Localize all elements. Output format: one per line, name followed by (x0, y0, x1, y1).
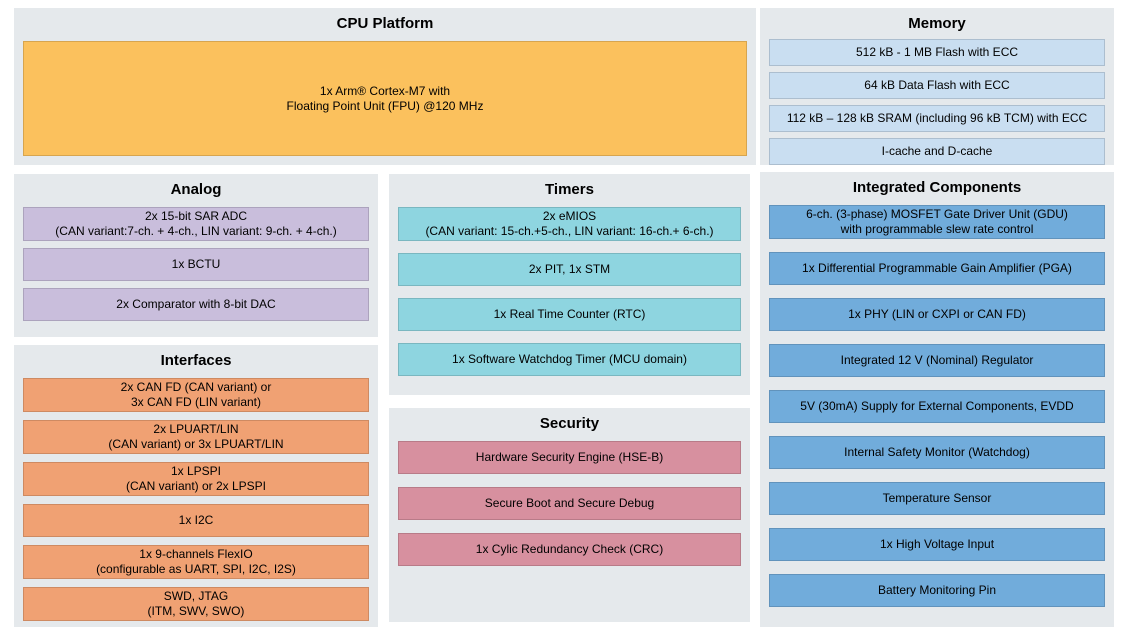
block-evdd-supply: 5V (30mA) Supply for External Components… (769, 390, 1105, 423)
panel-interfaces: Interfaces 2x CAN FD (CAN variant) or 3x… (14, 345, 378, 627)
panel-security: Security Hardware Security Engine (HSE-B… (389, 408, 750, 622)
block-line: 6-ch. (3-phase) MOSFET Gate Driver Unit … (806, 207, 1068, 221)
block-line: 112 kB – 128 kB SRAM (including 96 kB TC… (786, 111, 1088, 125)
block-temperature-sensor: Temperature Sensor (769, 482, 1105, 515)
block-line: (ITM, SWV, SWO) (147, 604, 245, 618)
block-flexio: 1x 9-channels FlexIO (configurable as UA… (23, 545, 369, 579)
panel-rows: Hardware Security Engine (HSE-B) Secure … (398, 441, 741, 566)
block-line: I-cache and D-cache (881, 144, 993, 158)
block-line: 1x PHY (LIN or CXPI or CAN FD) (848, 307, 1026, 321)
block-phy: 1x PHY (LIN or CXPI or CAN FD) (769, 298, 1105, 331)
block-lpuart-lin: 2x LPUART/LIN (CAN variant) or 3x LPUART… (23, 420, 369, 454)
block-sram: 112 kB – 128 kB SRAM (including 96 kB TC… (769, 105, 1105, 132)
block-can-fd: 2x CAN FD (CAN variant) or 3x CAN FD (LI… (23, 378, 369, 412)
panel-title: Interfaces (160, 352, 232, 369)
block-line: Integrated 12 V (Nominal) Regulator (840, 353, 1034, 367)
block-line: Floating Point Unit (FPU) @120 MHz (286, 98, 484, 113)
block-line: Secure Boot and Secure Debug (484, 496, 655, 510)
block-line: 1x 9-channels FlexIO (139, 547, 253, 561)
block-line: 2x 15-bit SAR ADC (144, 209, 248, 223)
panel-rows: 2x 15-bit SAR ADC (CAN variant:7-ch. + 4… (23, 207, 369, 328)
block-flash: 512 kB - 1 MB Flash with ECC (769, 39, 1105, 66)
block-battery-monitoring-pin: Battery Monitoring Pin (769, 574, 1105, 607)
block-line: 3x CAN FD (LIN variant) (130, 395, 262, 409)
block-sar-adc: 2x 15-bit SAR ADC (CAN variant:7-ch. + 4… (23, 207, 369, 241)
panel-cpu-platform: CPU Platform 1x Arm® Cortex-M7 with Floa… (14, 8, 756, 165)
block-line: 1x I2C (178, 513, 214, 527)
block-line: 2x CAN FD (CAN variant) or (120, 380, 272, 394)
block-line: 1x Arm® Cortex-M7 with (319, 83, 451, 98)
block-i2c: 1x I2C (23, 504, 369, 537)
panel-title: Security (539, 415, 600, 432)
block-crc: 1x Cylic Redundancy Check (CRC) (398, 533, 741, 566)
panel-integrated-components: Integrated Components 6-ch. (3-phase) MO… (760, 172, 1114, 627)
block-line: 1x Real Time Counter (RTC) (493, 307, 646, 321)
panel-title: Memory (908, 15, 966, 32)
block-hse: Hardware Security Engine (HSE-B) (398, 441, 741, 474)
block-line: 1x BCTU (171, 257, 221, 271)
block-comparator-dac: 2x Comparator with 8-bit DAC (23, 288, 369, 321)
block-line: 1x Software Watchdog Timer (MCU domain) (452, 352, 687, 366)
block-line: 1x Differential Programmable Gain Amplif… (802, 261, 1072, 275)
panel-analog: Analog 2x 15-bit SAR ADC (CAN variant:7-… (14, 174, 378, 337)
block-gdu: 6-ch. (3-phase) MOSFET Gate Driver Unit … (769, 205, 1105, 239)
block-line: Hardware Security Engine (HSE-B) (475, 450, 664, 464)
block-line: Temperature Sensor (882, 491, 992, 505)
panel-rows: 6-ch. (3-phase) MOSFET Gate Driver Unit … (769, 205, 1105, 618)
panel-title: Timers (545, 181, 594, 198)
block-safety-monitor: Internal Safety Monitor (Watchdog) (769, 436, 1105, 469)
panel-title: CPU Platform (336, 15, 434, 32)
panel-rows: 512 kB - 1 MB Flash with ECC 64 kB Data … (769, 39, 1105, 165)
block-line: 2x eMIOS (542, 209, 597, 223)
block-line: 2x Comparator with 8-bit DAC (116, 297, 276, 311)
block-line: 512 kB - 1 MB Flash with ECC (855, 45, 1019, 59)
block-pga: 1x Differential Programmable Gain Amplif… (769, 252, 1105, 285)
block-line: Internal Safety Monitor (Watchdog) (844, 445, 1030, 459)
block-line: 64 kB Data Flash with ECC (864, 78, 1010, 92)
block-data-flash: 64 kB Data Flash with ECC (769, 72, 1105, 99)
block-line: (CAN variant: 15-ch.+5-ch., LIN variant:… (425, 224, 714, 238)
block-line: SWD, JTAG (163, 589, 229, 603)
block-line: 1x Cylic Redundancy Check (CRC) (475, 542, 664, 556)
panel-memory: Memory 512 kB - 1 MB Flash with ECC 64 k… (760, 8, 1114, 165)
block-high-voltage-input: 1x High Voltage Input (769, 528, 1105, 561)
block-secure-boot: Secure Boot and Secure Debug (398, 487, 741, 520)
block-line: 2x LPUART/LIN (153, 422, 239, 436)
panel-rows: 2x CAN FD (CAN variant) or 3x CAN FD (LI… (23, 378, 369, 621)
panel-title: Integrated Components (852, 179, 1022, 196)
block-line: 1x High Voltage Input (879, 537, 995, 551)
block-swd-jtag: SWD, JTAG (ITM, SWV, SWO) (23, 587, 369, 621)
block-line: 2x PIT, 1x STM (528, 262, 611, 276)
block-line: Battery Monitoring Pin (877, 583, 997, 597)
block-line: (CAN variant) or 2x LPSPI (125, 479, 267, 493)
block-software-watchdog: 1x Software Watchdog Timer (MCU domain) (398, 343, 741, 376)
block-cache: I-cache and D-cache (769, 138, 1105, 165)
block-pit-stm: 2x PIT, 1x STM (398, 253, 741, 286)
block-lpspi: 1x LPSPI (CAN variant) or 2x LPSPI (23, 462, 369, 496)
panel-rows: 2x eMIOS (CAN variant: 15-ch.+5-ch., LIN… (398, 207, 741, 386)
block-line: (configurable as UART, SPI, I2C, I2S) (96, 562, 296, 576)
block-line: 1x LPSPI (170, 464, 222, 478)
block-line: 5V (30mA) Supply for External Components… (800, 399, 1074, 413)
block-line: with programmable slew rate control (840, 222, 1034, 236)
panel-rows: 1x Arm® Cortex-M7 with Floating Point Un… (23, 41, 747, 156)
block-cortex-m7: 1x Arm® Cortex-M7 with Floating Point Un… (23, 41, 747, 156)
block-rtc: 1x Real Time Counter (RTC) (398, 298, 741, 331)
panel-timers: Timers 2x eMIOS (CAN variant: 15-ch.+5-c… (389, 174, 750, 395)
block-line: (CAN variant:7-ch. + 4-ch., LIN variant:… (55, 224, 337, 238)
block-12v-regulator: Integrated 12 V (Nominal) Regulator (769, 344, 1105, 377)
block-bctu: 1x BCTU (23, 248, 369, 281)
block-line: (CAN variant) or 3x LPUART/LIN (108, 437, 284, 451)
block-emios: 2x eMIOS (CAN variant: 15-ch.+5-ch., LIN… (398, 207, 741, 241)
panel-title: Analog (170, 181, 222, 198)
